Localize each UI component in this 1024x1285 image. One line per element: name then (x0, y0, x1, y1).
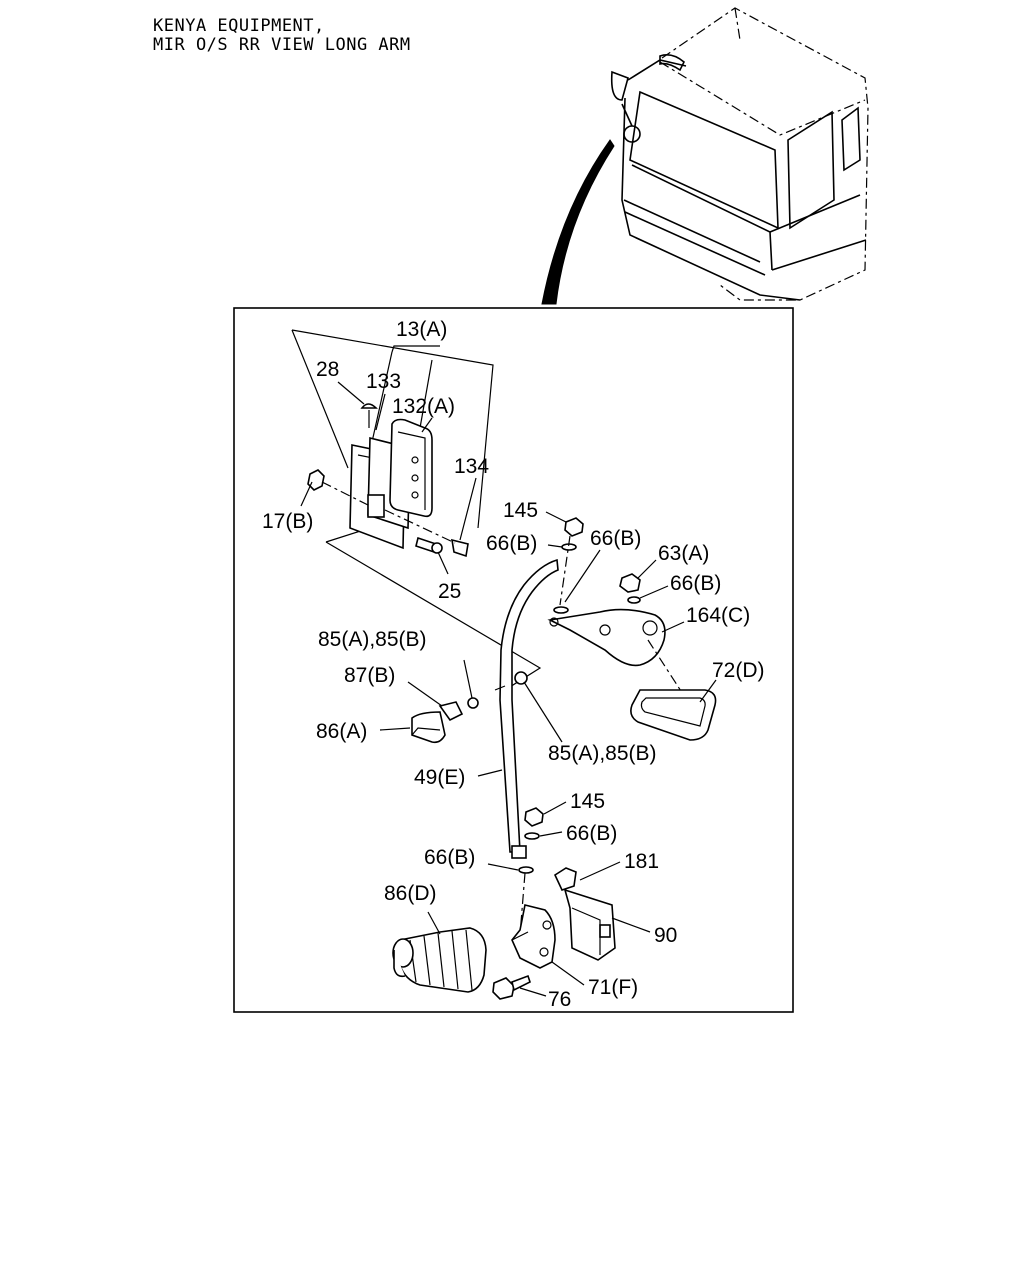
label-66b-3: 66(B) (670, 572, 721, 595)
label-85-top: 85(A),85(B) (318, 628, 427, 651)
part-labels: 13(A) 28 133 132(A) 134 17(B) 25 145 66(… (262, 318, 765, 1011)
upper-hardware (553, 517, 584, 614)
label-76: 76 (548, 988, 571, 1011)
header-line-2: MIR O/S RR VIEW LONG ARM (153, 35, 411, 55)
label-181: 181 (624, 850, 659, 873)
label-87b: 87(B) (344, 664, 395, 687)
label-66b-4: 66(B) (566, 822, 617, 845)
label-13a: 13(A) (396, 318, 447, 341)
label-86d: 86(D) (384, 882, 437, 905)
label-66b-1: 66(B) (486, 532, 537, 555)
label-17b: 17(B) (262, 510, 313, 533)
label-28: 28 (316, 358, 339, 381)
label-66b-2: 66(B) (590, 527, 641, 550)
label-63a: 63(A) (658, 542, 709, 565)
label-132a: 132(A) (392, 395, 455, 418)
truck-cab-illustration (541, 7, 869, 305)
detail-frame (233, 307, 794, 1013)
bolt (492, 974, 531, 1000)
boot-cover (392, 927, 487, 993)
label-66b-5: 66(B) (424, 846, 475, 869)
label-133: 133 (366, 370, 401, 393)
label-164c: 164(C) (686, 604, 750, 627)
arm-bracket (547, 573, 691, 706)
label-90: 90 (654, 924, 677, 947)
label-134: 134 (454, 455, 489, 478)
label-72d: 72(D) (712, 659, 765, 682)
label-85-mid: 85(A),85(B) (548, 742, 657, 765)
covers (411, 701, 464, 744)
label-86a: 86(A) (316, 720, 367, 743)
header-line-1: KENYA EQUIPMENT, (153, 16, 325, 36)
mirror-assembly (291, 329, 542, 691)
label-145-top: 145 (503, 499, 538, 522)
label-71f: 71(F) (588, 976, 638, 999)
label-25: 25 (438, 580, 461, 603)
leader-lines (300, 345, 717, 997)
base-bracket (553, 867, 616, 961)
mirror-arm (467, 558, 559, 859)
lower-bracket (511, 904, 556, 969)
label-49e: 49(E) (414, 766, 465, 789)
label-145-low: 145 (570, 790, 605, 813)
